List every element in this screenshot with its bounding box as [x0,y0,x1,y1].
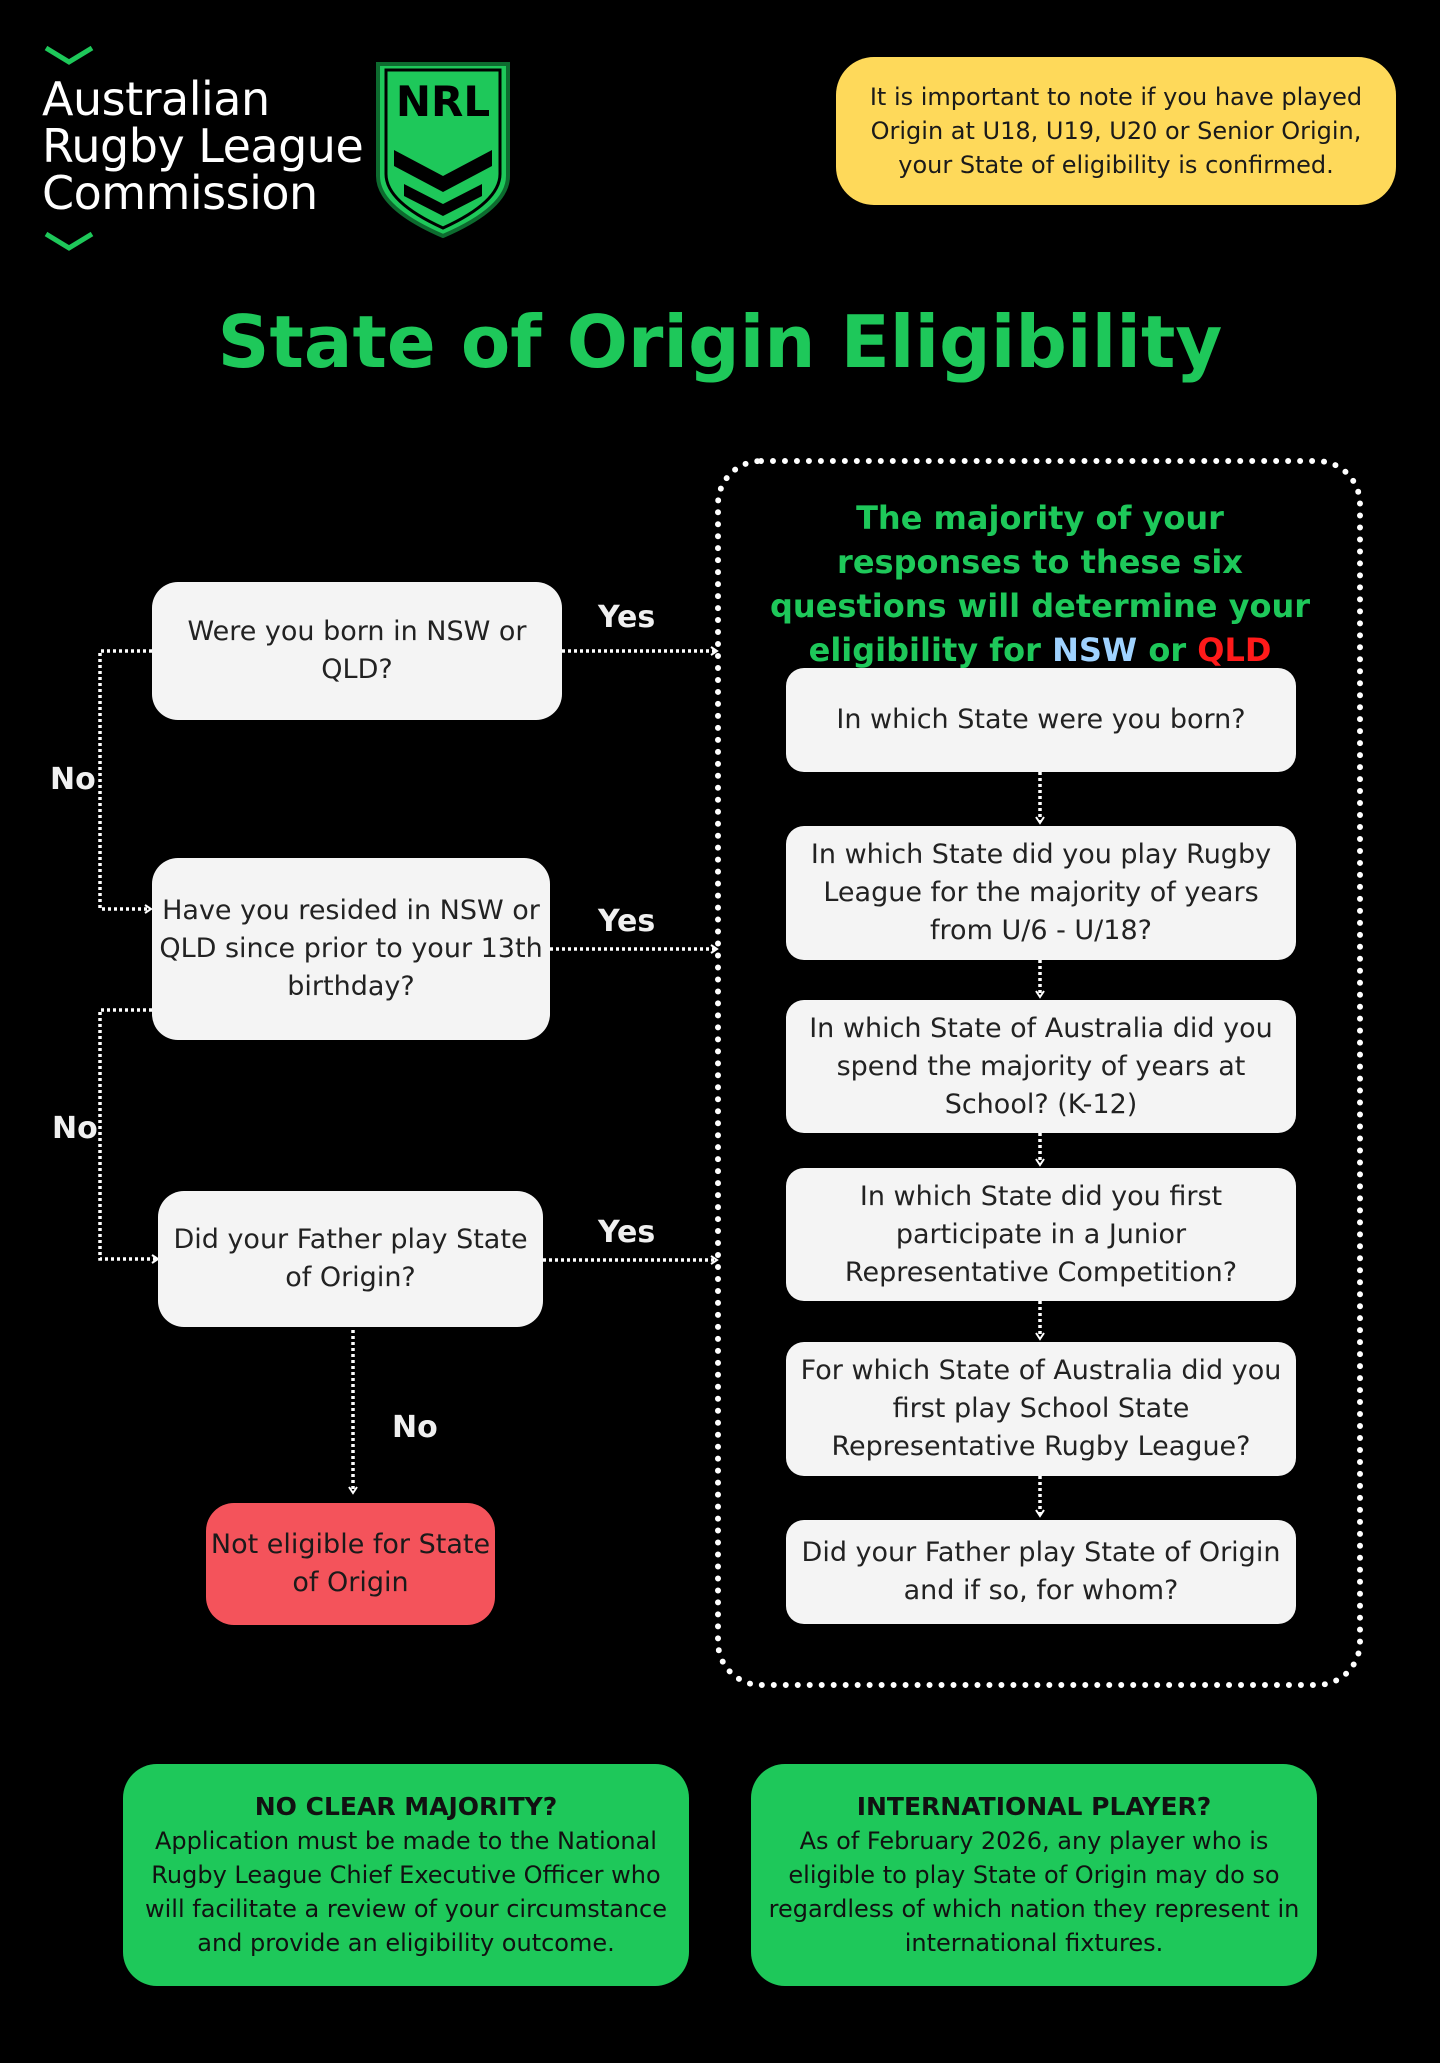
panel-question-4: In which State did you first participate… [786,1168,1296,1301]
flow-question-father-text: Did your Father play State of Origin? [173,1224,528,1293]
questions-panel [715,458,1363,1688]
international-player-box: INTERNATIONAL PLAYER? As of February 202… [751,1764,1317,1986]
flow-question-father: Did your Father play State of Origin? [158,1191,543,1327]
origin-note: It is important to note if you have play… [836,57,1396,205]
q3-no-label: No [392,1410,438,1445]
panel-question-6: Did your Father play State of Origin and… [786,1520,1296,1624]
commission-logo-text: Australian Rugby League Commission [42,72,364,220]
q2-no-label: No [52,1111,98,1146]
flow-question-resided-text: Have you resided in NSW or QLD since pri… [159,895,543,1002]
q1-yes-label: Yes [598,600,656,635]
no-clear-majority-text: Application must be made to the National… [144,1827,667,1957]
nsw-label: NSW [1052,631,1138,669]
q1-no-connector [98,649,153,914]
panel-question-4-text: In which State did you first participate… [844,1180,1238,1288]
not-eligible-result: Not eligible for State of Origin [206,1503,495,1625]
q2-yes-label: Yes [598,904,656,939]
not-eligible-result-text: Not eligible for State of Origin [210,1529,491,1598]
panel-question-5-text: For which State of Australia did you fir… [800,1355,1282,1462]
q2-no-connector [98,1008,160,1264]
qld-label: QLD [1197,631,1272,669]
logo-line-1: Australian [42,72,270,126]
panel-question-2-text: In which State did you play Rugby League… [810,839,1272,946]
panel-question-3: In which State of Australia did you spen… [786,1000,1296,1133]
panel-question-3-text: In which State of Australia did you spen… [809,1012,1273,1120]
panel-intro: The majority of your responses to these … [770,499,1310,669]
no-clear-majority-box: NO CLEAR MAJORITY? Application must be m… [123,1764,689,1986]
nrl-shield-logo: NRL [376,62,510,239]
origin-note-text: It is important to note if you have play… [869,83,1363,179]
flow-question-resided: Have you resided in NSW or QLD since pri… [152,858,550,1040]
flow-question-born-text: Were you born in NSW or QLD? [187,616,527,685]
panel-question-5: For which State of Australia did you fir… [786,1342,1296,1476]
logo-line-3: Commission [42,166,318,220]
international-player-title: INTERNATIONAL PLAYER? [856,1792,1212,1821]
or-label: or [1148,631,1187,669]
panel-question-1-text: In which State were you born? [836,704,1246,735]
panel-question-2: In which State did you play Rugby League… [786,826,1296,960]
international-player-text: As of February 2026, any player who is e… [768,1827,1300,1957]
panel-heading: The majority of your responses to these … [760,496,1320,672]
no-clear-majority-title: NO CLEAR MAJORITY? [254,1792,558,1821]
q1-no-label: No [50,762,96,797]
panel-question-6-text: Did your Father play State of Origin and… [801,1537,1281,1606]
flow-question-born: Were you born in NSW or QLD? [152,582,562,720]
panel-question-1: In which State were you born? [786,668,1296,772]
q3-yes-label: Yes [598,1215,656,1250]
logo-line-2: Rugby League [42,119,364,173]
shield-text: NRL [396,77,490,126]
page-title: State of Origin Eligibility [217,300,1223,384]
chevron-bottom-icon [44,231,94,251]
chevron-top-icon [44,45,94,65]
